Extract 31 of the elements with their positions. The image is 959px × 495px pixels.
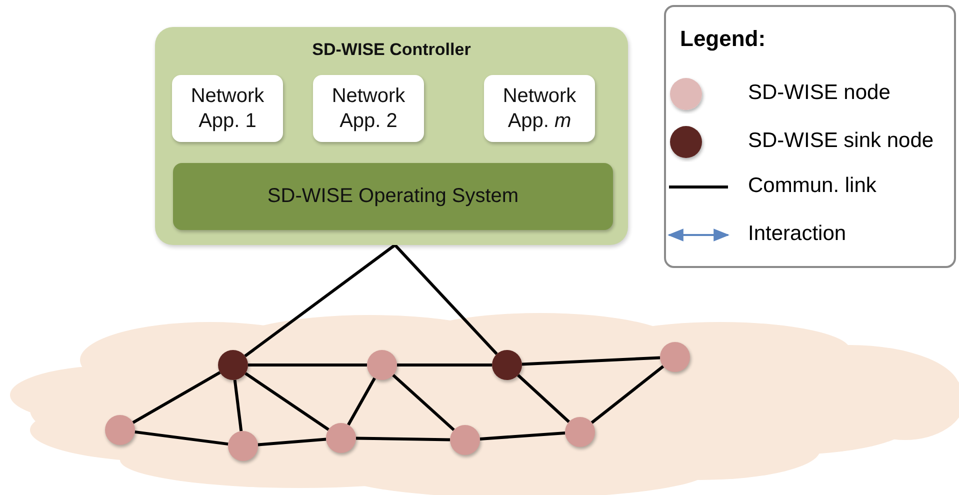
link-line [356,436,450,442]
app-box [313,75,424,142]
legend-text: SD-WISE sink node [748,129,934,153]
link-line [248,364,367,366]
link-line [258,438,326,446]
app-box [484,75,595,142]
link-line [134,430,228,446]
link-line [397,364,492,366]
link-line [244,244,396,358]
link-line [480,432,566,440]
legend-text: Interaction [748,222,846,246]
link-line [590,365,664,424]
legend-text: Commun. link [748,174,876,198]
app-label: Network App. 2 [330,84,406,134]
link-line [244,372,330,431]
app-label: Network App. m [502,84,578,134]
link-line [517,374,570,423]
link-line [522,356,660,366]
os-label: SD-WISE Operating System [267,184,519,209]
legend-text: SD-WISE node [748,81,890,105]
os-bar [173,163,613,230]
link-line [392,374,455,432]
controller-panel [155,27,628,245]
app-label: Network App. 1 [190,84,266,134]
legend-title: Legend: [680,26,766,52]
link-line [394,244,498,356]
app-box [172,75,283,142]
link-line [132,371,221,424]
link-line [347,377,376,426]
link-line [233,380,243,432]
panel-heading: SD-WISE Controller [312,39,471,60]
